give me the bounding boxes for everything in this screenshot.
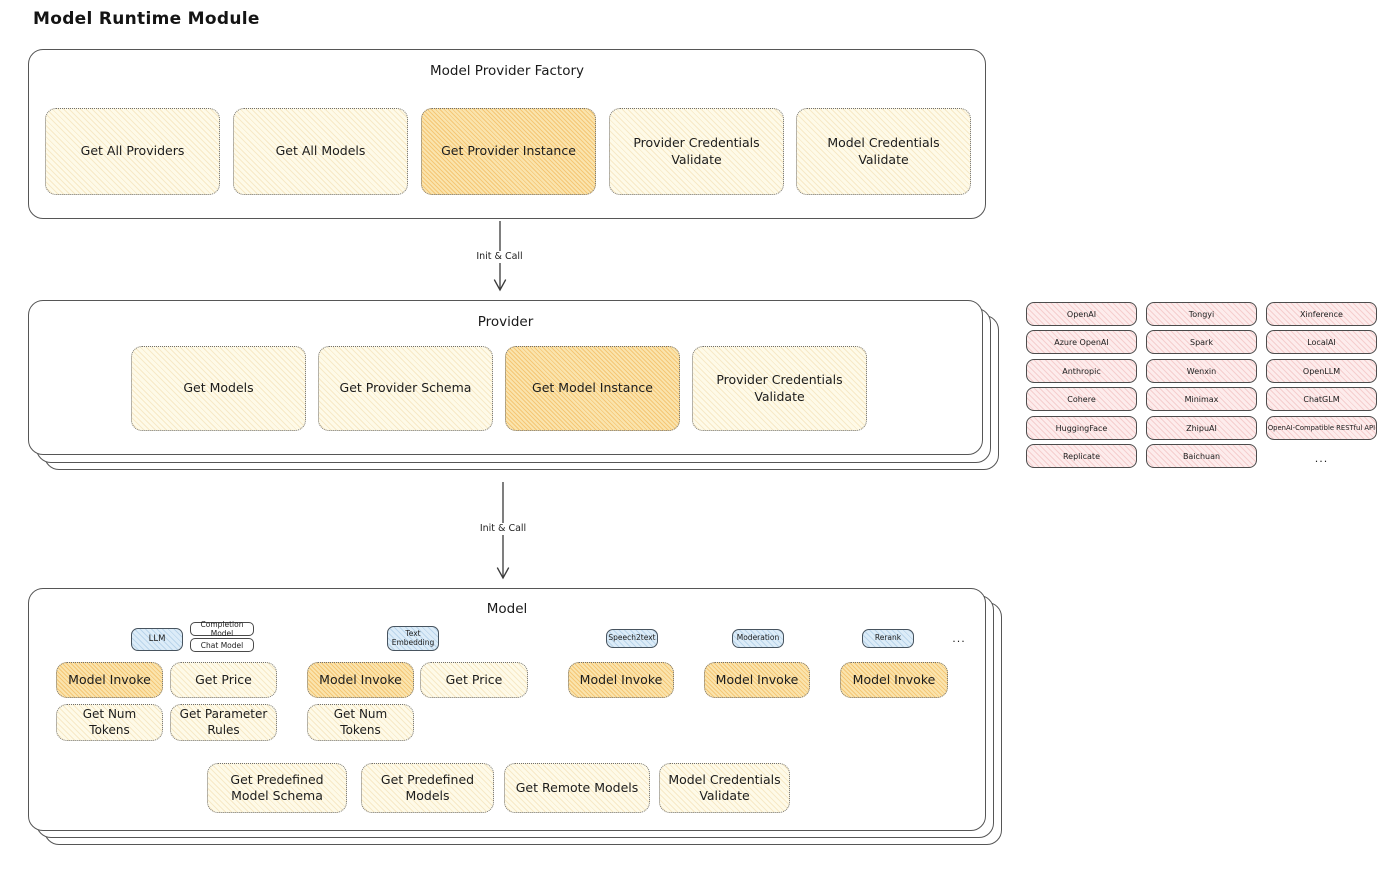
provider-chip-openai[interactable]: OpenAI <box>1026 302 1137 326</box>
tag-speech2text[interactable]: Speech2text <box>606 629 658 648</box>
provider-chip-cohere[interactable]: Cohere <box>1026 387 1137 411</box>
provider-chip-azure-openai[interactable]: Azure OpenAI <box>1026 330 1137 354</box>
node-speech2text-model-invoke[interactable]: Model Invoke <box>568 662 674 698</box>
provider-chip-minimax[interactable]: Minimax <box>1146 387 1257 411</box>
node-get-models[interactable]: Get Models <box>131 346 306 431</box>
page-title: Model Runtime Module <box>33 9 260 29</box>
model-tags-ellipsis: ... <box>952 632 966 645</box>
model-title: Model <box>486 601 528 617</box>
node-llm-get-num-tokens[interactable]: Get Num Tokens <box>56 704 163 741</box>
node-get-remote-models[interactable]: Get Remote Models <box>504 763 650 813</box>
tag-chat-model[interactable]: Chat Model <box>190 638 254 652</box>
model-panel[interactable]: Model LLM Completion Model Chat Model Te… <box>28 588 986 831</box>
node-provider-credentials-validate-provider[interactable]: Provider Credentials Validate <box>692 346 867 431</box>
provider-chip-openai-compatible-restful-api[interactable]: OpenAI-Compatible RESTful API <box>1266 416 1377 440</box>
arrow-label-init-call-2: Init & Call <box>468 523 538 536</box>
provider-chip-wenxin[interactable]: Wenxin <box>1146 359 1257 383</box>
provider-chip-localai[interactable]: LocalAI <box>1266 330 1377 354</box>
tag-moderation[interactable]: Moderation <box>732 629 784 648</box>
node-text-embedding-model-invoke[interactable]: Model Invoke <box>307 662 414 698</box>
provider-chip-tongyi[interactable]: Tongyi <box>1146 302 1257 326</box>
tag-text-embedding[interactable]: Text Embedding <box>387 626 439 651</box>
node-get-predefined-models[interactable]: Get Predefined Models <box>361 763 494 813</box>
model-provider-factory-panel[interactable]: Model Provider Factory Get All Providers… <box>28 49 986 219</box>
node-text-embedding-get-num-tokens[interactable]: Get Num Tokens <box>307 704 414 741</box>
node-llm-get-parameter-rules[interactable]: Get Parameter Rules <box>170 704 277 741</box>
tag-completion-model[interactable]: Completion Model <box>190 620 254 638</box>
provider-chip-chatglm[interactable]: ChatGLM <box>1266 387 1377 411</box>
provider-chip-spark[interactable]: Spark <box>1146 330 1257 354</box>
provider-catalog-ellipsis: ... <box>1314 451 1329 465</box>
provider-panel[interactable]: Provider Get Models Get Provider Schema … <box>28 300 983 455</box>
provider-title: Provider <box>477 314 534 330</box>
model-provider-factory-title: Model Provider Factory <box>429 63 584 79</box>
node-get-model-instance[interactable]: Get Model Instance <box>505 346 680 431</box>
node-moderation-model-invoke[interactable]: Model Invoke <box>704 662 810 698</box>
provider-chip-anthropic[interactable]: Anthropic <box>1026 359 1137 383</box>
node-get-provider-schema[interactable]: Get Provider Schema <box>318 346 493 431</box>
node-rerank-model-invoke[interactable]: Model Invoke <box>840 662 948 698</box>
provider-chip-replicate[interactable]: Replicate <box>1026 444 1137 468</box>
node-model-credentials-validate-factory[interactable]: Model Credentials Validate <box>796 108 971 195</box>
tag-llm[interactable]: LLM <box>131 628 183 651</box>
arrow-label-init-call-1: Init & Call <box>462 251 537 264</box>
provider-chip-zhipuai[interactable]: ZhipuAI <box>1146 416 1257 440</box>
node-text-embedding-get-price[interactable]: Get Price <box>420 662 528 698</box>
node-get-predefined-model-schema[interactable]: Get Predefined Model Schema <box>207 763 347 813</box>
tag-rerank[interactable]: Rerank <box>862 629 914 648</box>
provider-chip-baichuan[interactable]: Baichuan <box>1146 444 1257 468</box>
node-model-credentials-validate-model[interactable]: Model Credentials Validate <box>659 763 790 813</box>
node-llm-get-price[interactable]: Get Price <box>170 662 277 698</box>
node-get-all-models[interactable]: Get All Models <box>233 108 408 195</box>
node-get-all-providers[interactable]: Get All Providers <box>45 108 220 195</box>
provider-chip-xinference[interactable]: Xinference <box>1266 302 1377 326</box>
provider-chip-openllm[interactable]: OpenLLM <box>1266 359 1377 383</box>
node-llm-model-invoke[interactable]: Model Invoke <box>56 662 163 698</box>
node-get-provider-instance[interactable]: Get Provider Instance <box>421 108 596 195</box>
provider-chip-huggingface[interactable]: HuggingFace <box>1026 416 1137 440</box>
node-provider-credentials-validate-factory[interactable]: Provider Credentials Validate <box>609 108 784 195</box>
